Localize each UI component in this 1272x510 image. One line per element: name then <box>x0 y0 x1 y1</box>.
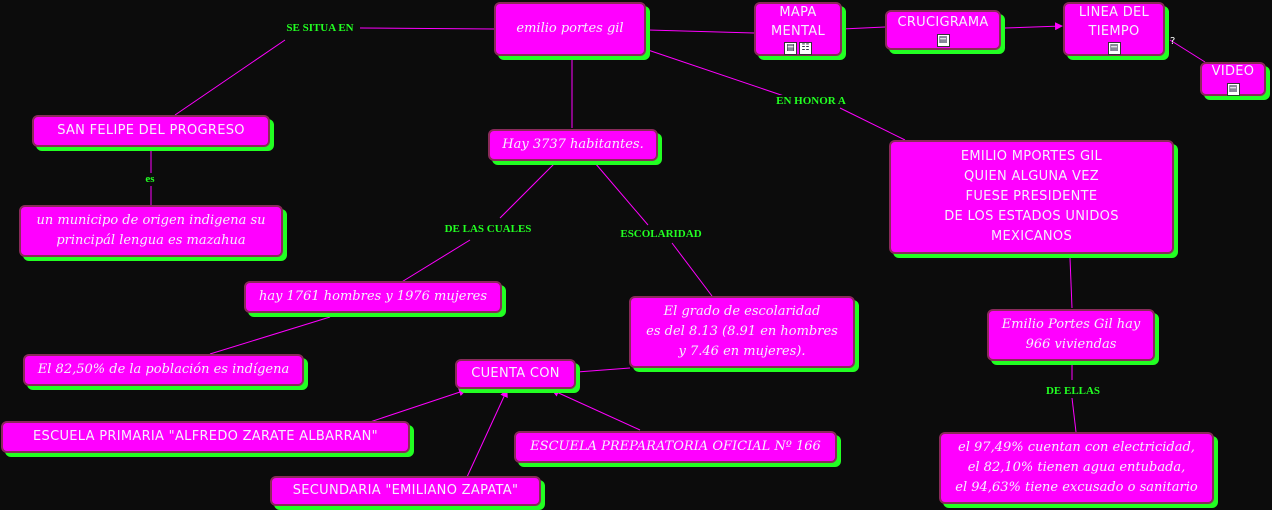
node-secundaria-text: SECUNDARIA "EMILIANO ZAPATA" <box>292 483 519 498</box>
node-preparatoria-text: ESCUELA PREPARATORIA OFICIAL Nº 166 <box>530 439 821 454</box>
node-cruci-text: CRUCIGRAMA <box>897 15 989 30</box>
node-video-icons: ▤ <box>1226 83 1240 96</box>
node-cuenta-con[interactable]: CUENTA CON <box>455 359 576 389</box>
link-mapa-cruci <box>841 26 886 30</box>
node-mapa-mental[interactable]: MAPA MENTAL ▤ ☷ <box>754 2 842 56</box>
node-secundaria[interactable]: SECUNDARIA "EMILIANO ZAPATA" <box>270 476 541 506</box>
link-preparatoria-cuenta <box>551 389 641 431</box>
link-label-cuales: DE LAS CUALES <box>442 223 534 235</box>
node-indigena[interactable]: El 82,50% de la población es indígena <box>23 354 304 386</box>
link-label-honor: EN HONOR A <box>774 95 848 107</box>
node-escuela-preparatoria[interactable]: ESCUELA PREPARATORIA OFICIAL Nº 166 <box>514 431 837 463</box>
node-emilio-honor-text: EMILIO MPORTES GIL QUIEN ALGUNA VEZ FUES… <box>944 149 1119 244</box>
link-emilio-viviendas <box>1069 257 1073 309</box>
link-primaria-cuenta <box>369 388 467 423</box>
node-hombres-text: hay 1761 hombres y 1976 mujeres <box>258 289 488 304</box>
link-root-mapa <box>647 29 755 34</box>
node-municipio-text: un municipo de origen indigena su princi… <box>36 213 266 248</box>
node-sanfelipe-text: SAN FELIPE DEL PROGRESO <box>57 123 245 138</box>
node-crucigrama[interactable]: CRUCIGRAMA ▤ <box>885 10 1001 50</box>
node-municipio[interactable]: un municipo de origen indigena su princi… <box>19 205 283 257</box>
node-root[interactable]: emilio portes gil <box>494 2 646 56</box>
node-hombres-mujeres[interactable]: hay 1761 hombres y 1976 mujeres <box>244 281 502 313</box>
link-escolaridad-grado <box>671 242 713 297</box>
node-emilio-honor[interactable]: EMILIO MPORTES GIL QUIEN ALGUNA VEZ FUES… <box>889 140 1174 254</box>
node-cuenta-text: CUENTA CON <box>471 366 560 381</box>
link-situa-sanfelipe <box>174 39 286 116</box>
node-servicios-text: el 97,49% cuentan con electricidad, el 8… <box>955 440 1198 495</box>
node-cruci-icons: ▤ <box>936 34 950 47</box>
link-root-situa <box>359 27 495 30</box>
link-root-honor <box>647 49 791 99</box>
node-video-text: VIDEO <box>1211 64 1255 79</box>
node-escolaridad[interactable]: El grado de escolaridad es del 8.13 (8.9… <box>629 296 855 368</box>
node-mapa-text: MAPA MENTAL <box>770 5 826 39</box>
link-linea-video <box>1169 39 1206 63</box>
link-ellas-servicios <box>1071 397 1077 433</box>
node-root-text: emilio portes gil <box>516 21 624 36</box>
node-mapa-icons: ▤ ☷ <box>784 42 812 55</box>
link-label-ellas: DE ELLAS <box>1043 385 1103 397</box>
node-habitantes[interactable]: Hay 3737 habitantes. <box>488 129 658 161</box>
hierarchy-icon[interactable]: ☷ <box>799 42 812 55</box>
node-linea-icons: ▤ <box>1107 42 1121 55</box>
node-san-felipe[interactable]: SAN FELIPE DEL PROGRESO <box>32 115 270 147</box>
link-honor-emilio <box>839 107 906 141</box>
link-habitantes-escolaridad <box>594 162 649 226</box>
node-indigena-text: El 82,50% de la población es indígena <box>37 362 290 377</box>
link-hombres-indigena <box>209 316 331 355</box>
link-cuales-hombres <box>399 239 471 284</box>
document-icon[interactable]: ▤ <box>1107 42 1121 55</box>
link-habitantes-cuales <box>499 162 556 219</box>
node-escolaridad-text: El grado de escolaridad es del 8.13 (8.9… <box>646 304 838 359</box>
node-habitantes-text: Hay 3737 habitantes. <box>502 137 644 152</box>
node-linea-tiempo[interactable]: LINEA DEL TIEMPO ▤ <box>1063 2 1165 56</box>
link-secundaria-cuenta <box>466 389 508 478</box>
node-viviendas-text: Emilio Portes Gil hay 966 viviendas <box>1001 317 1141 352</box>
node-video[interactable]: VIDEO ▤ <box>1200 62 1266 96</box>
link-cruci-linea <box>1004 22 1063 31</box>
link-grado-cuenta <box>576 367 631 373</box>
link-label-situa: SE SITUA EN <box>284 22 356 34</box>
link-label-es: es <box>143 173 157 185</box>
node-escuela-primaria[interactable]: ESCUELA PRIMARIA "ALFREDO ZARATE ALBARRA… <box>1 421 410 453</box>
node-viviendas[interactable]: Emilio Portes Gil hay 966 viviendas <box>987 309 1155 361</box>
node-linea-text: LINEA DEL TIEMPO <box>1078 5 1150 39</box>
node-servicios[interactable]: el 97,49% cuentan con electricidad, el 8… <box>939 432 1214 504</box>
question-mark: ? <box>1170 36 1176 47</box>
node-primaria-text: ESCUELA PRIMARIA "ALFREDO ZARATE ALBARRA… <box>33 429 378 444</box>
document-icon[interactable]: ▤ <box>784 42 797 55</box>
document-icon[interactable]: ▤ <box>1226 83 1240 96</box>
link-label-escolaridad: ESCOLARIDAD <box>618 228 704 240</box>
document-icon[interactable]: ▤ <box>936 34 950 47</box>
